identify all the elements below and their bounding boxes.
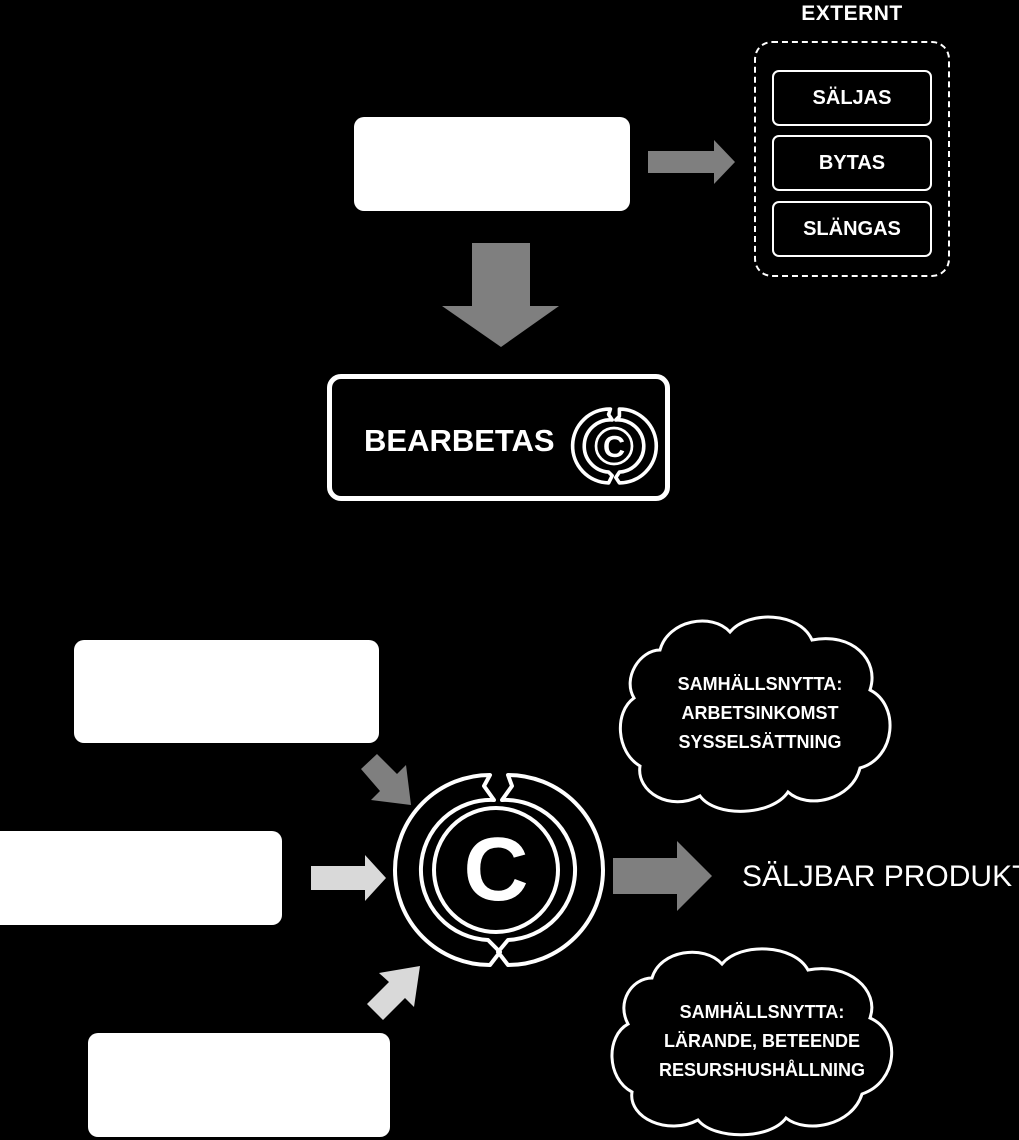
arrow-to-external (648, 140, 735, 184)
cloud-2-line-2: LÄRANDE, BETEENDE (663, 1031, 860, 1051)
cloud-text-2: SAMHÄLLSNYTTA: LÄRANDE, BETEENDE RESURSH… (630, 998, 894, 1085)
circular-c-icon-large: C (393, 773, 605, 967)
source-box-1 (74, 640, 379, 743)
external-group (754, 41, 950, 277)
process-box: BEARBETAS C (327, 374, 670, 501)
output-label: SÄLJBAR PRODUKT (742, 860, 1019, 893)
external-title: EXTERNT (801, 2, 903, 25)
svg-text:C: C (464, 820, 529, 920)
source-box-3 (88, 1033, 390, 1137)
cloud-1-line-3: SYSSELSÄTTNING (678, 732, 842, 752)
arrow-diag-top (361, 754, 411, 805)
option-bytas: BYTAS (772, 135, 932, 191)
process-label: BEARBETAS (364, 423, 555, 458)
arrow-down (442, 243, 559, 347)
circular-c-icon-small: C (570, 407, 659, 485)
option-slangas: SLÄNGAS (772, 201, 932, 257)
arrow-diag-bottom (367, 966, 420, 1020)
option-saljas: SÄLJAS (772, 70, 932, 126)
arrow-to-product (613, 841, 712, 911)
cloud-2-line-3: RESURSHUSHÅLLNING (658, 1060, 865, 1080)
cloud-2-line-1: SAMHÄLLSNYTTA: (679, 1002, 845, 1022)
arrow-mid (311, 855, 386, 901)
cloud-1-line-2: ARBETSINKOMST (681, 703, 839, 723)
source-box-2 (0, 831, 282, 925)
source-box-top (354, 117, 630, 211)
svg-text:C: C (603, 430, 625, 464)
cloud-1-line-1: SAMHÄLLSNYTTA: (677, 674, 843, 694)
cloud-text-1: SAMHÄLLSNYTTA: ARBETSINKOMST SYSSELSÄTTN… (640, 670, 880, 757)
